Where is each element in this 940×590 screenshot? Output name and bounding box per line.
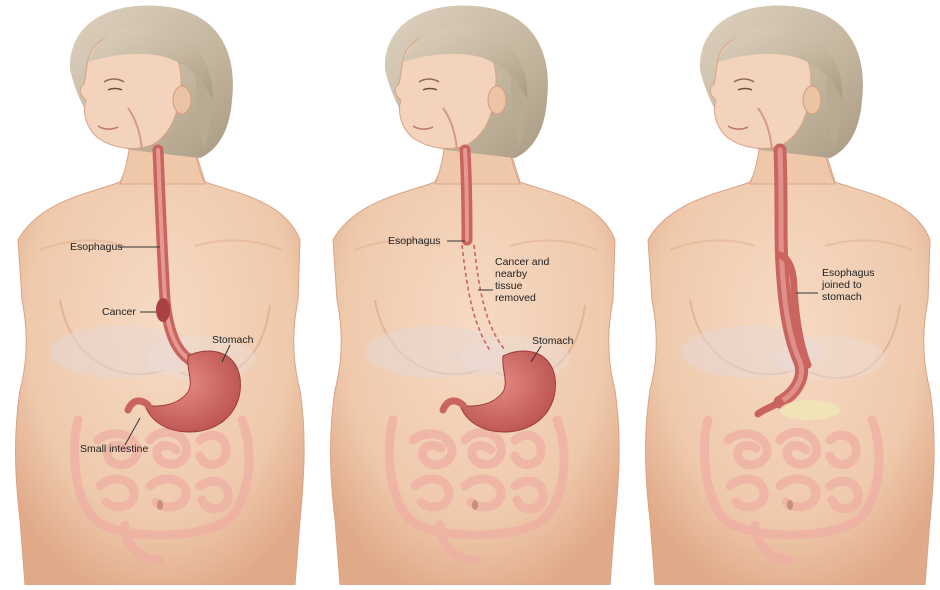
label-cancer-tissue-removed: Cancer and nearby tissue removed (495, 256, 575, 304)
label-line: nearby (495, 268, 575, 280)
label-line: joined to (822, 279, 902, 291)
label-cancer: Cancer (102, 306, 136, 318)
label-line: Esophagus (822, 267, 902, 279)
label-line: tissue (495, 280, 575, 292)
panel-before (16, 5, 305, 585)
label-small-intestine: Small intestine (80, 443, 148, 455)
label-line: removed (495, 292, 575, 304)
label-esophagus: Esophagus (388, 235, 441, 247)
label-line: stomach (822, 291, 902, 303)
label-esophagus-joined-to-stomach: Esophagus joined to stomach (822, 267, 902, 303)
cancer-mass (156, 298, 170, 322)
label-stomach: Stomach (212, 334, 253, 346)
label-stomach: Stomach (532, 335, 573, 347)
label-esophagus: Esophagus (70, 241, 123, 253)
panel-removed (331, 5, 620, 585)
label-line: Cancer and (495, 256, 575, 268)
